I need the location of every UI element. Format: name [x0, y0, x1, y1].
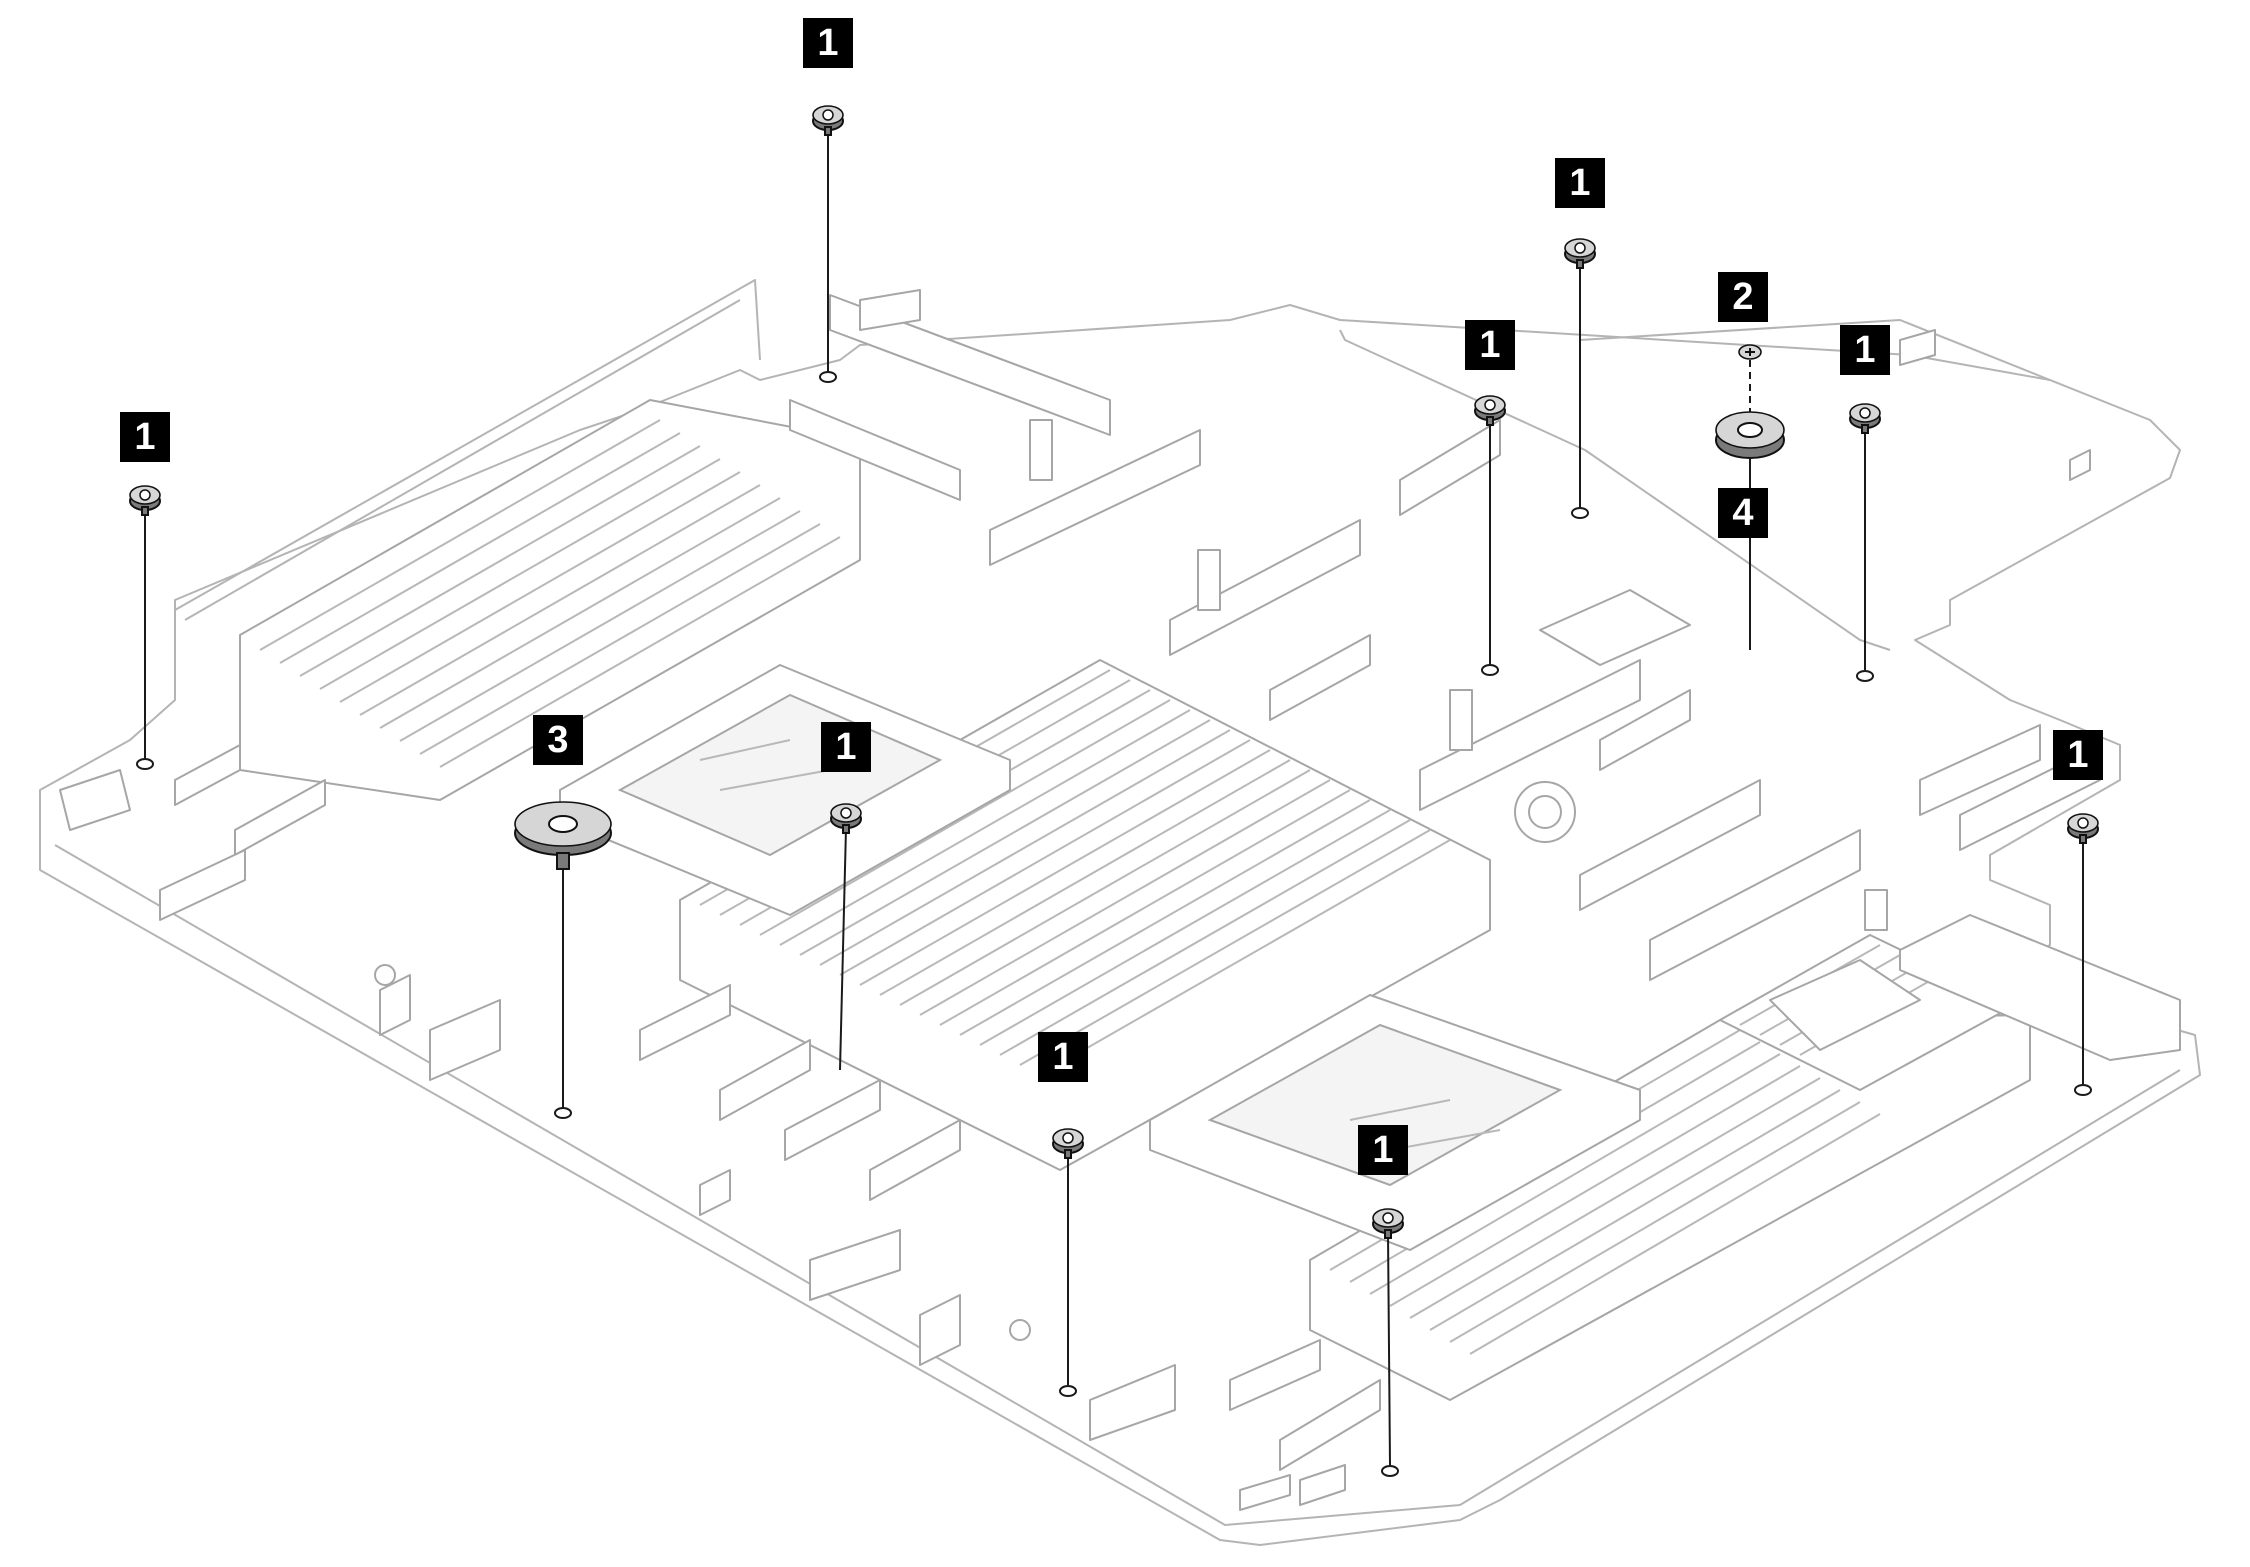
callout-label: 1	[2067, 734, 2088, 776]
callout-label: 4	[1732, 492, 1753, 534]
callout-screw-5: 1	[1840, 325, 1890, 375]
board-components	[59, 289, 2181, 1511]
callout-screw-8: 1	[1038, 1032, 1088, 1082]
hole	[2074, 1084, 2092, 1096]
hex-screw-icon	[1564, 238, 1596, 269]
callout-label: 1	[134, 416, 155, 458]
hex-screw-icon	[1849, 403, 1881, 434]
mounting-holes	[136, 371, 2092, 1477]
callout-label: 1	[1479, 324, 1500, 366]
hex-screw-icon	[1474, 395, 1506, 426]
hex-screw-icon	[2067, 813, 2099, 844]
callout-label: 1	[1569, 162, 1590, 204]
callout-small-screw: 2	[1718, 272, 1768, 322]
callout-label: 2	[1732, 276, 1753, 318]
hex-screw-icon	[812, 105, 844, 136]
callout-label: 1	[1372, 1129, 1393, 1171]
screws	[129, 105, 2099, 1239]
phillips-screw-icon	[1738, 344, 1762, 360]
hex-screw-icon	[830, 803, 862, 834]
knurled-standoff-icon	[1715, 411, 1785, 459]
callout-standoff: 4	[1718, 488, 1768, 538]
callout-label: 1	[1854, 329, 1875, 371]
callout-screw-3: 1	[1555, 158, 1605, 208]
hex-screw-icon	[1052, 1128, 1084, 1159]
system-board	[39, 279, 2201, 1546]
hole	[554, 1107, 572, 1119]
callout-label: 1	[1052, 1036, 1073, 1078]
callout-label: 1	[817, 22, 838, 64]
callout-screw-6: 1	[2053, 730, 2103, 780]
callout-label: 1	[835, 726, 856, 768]
callout-guide-pin: 3	[533, 715, 583, 765]
leader-lines	[144, 130, 2084, 1466]
dimm-slots-rear-left	[239, 399, 861, 801]
guide-pin-icon	[514, 801, 612, 870]
hole	[1381, 1465, 1399, 1477]
callout-screw-2: 1	[803, 18, 853, 68]
hole	[1059, 1385, 1077, 1397]
callout-screw-7: 1	[821, 722, 871, 772]
hole	[1856, 670, 1874, 682]
hole	[1571, 507, 1589, 519]
callout-screw-9: 1	[1358, 1125, 1408, 1175]
processor-socket-2	[1149, 994, 1641, 1251]
callout-screw-1: 1	[120, 412, 170, 462]
hex-screw-icon	[1372, 1208, 1404, 1239]
hole	[1481, 664, 1499, 676]
callout-label: 3	[547, 719, 568, 761]
hole	[136, 758, 154, 770]
hole	[819, 371, 837, 383]
callout-screw-4: 1	[1465, 320, 1515, 370]
hex-screw-icon	[129, 485, 161, 516]
